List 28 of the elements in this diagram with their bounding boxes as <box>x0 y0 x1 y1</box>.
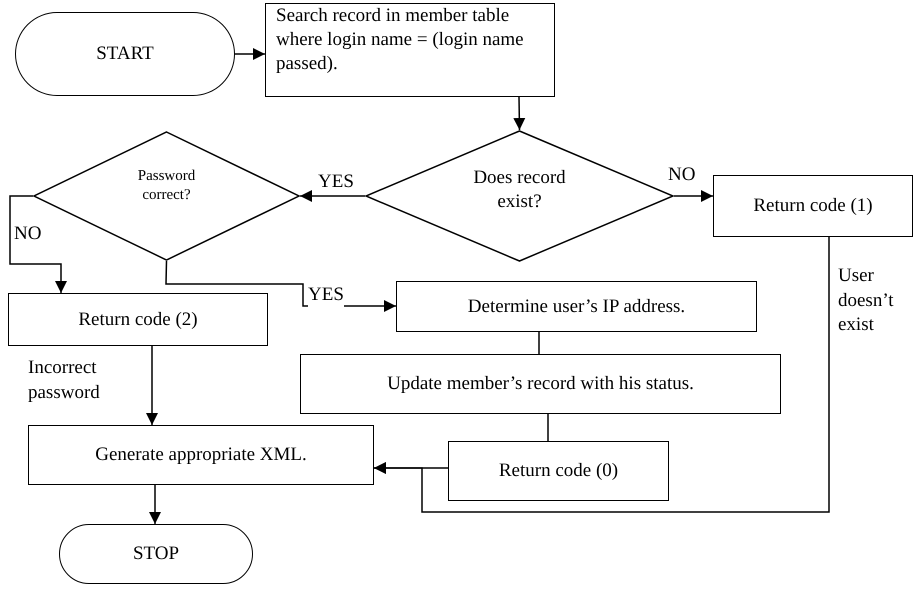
node-text: Return code (2) <box>77 308 199 332</box>
node-text: START <box>95 42 155 66</box>
node-text: Password correct? <box>136 167 196 205</box>
process-box <box>8 293 268 346</box>
node-text: Generate appropriate XML. <box>94 443 308 467</box>
arrow <box>9 195 67 293</box>
node-text: Search record in member table where login name = (login name passed). <box>276 4 525 76</box>
arrow <box>513 96 526 130</box>
node-text: STOP <box>132 542 180 566</box>
arrow <box>146 346 158 425</box>
arrow <box>235 48 265 60</box>
node-text: Update member’s record with his status. <box>386 372 695 396</box>
arrow <box>374 237 830 513</box>
process-box <box>448 441 669 501</box>
node-text: Return code (1) <box>752 194 874 218</box>
arrow <box>149 485 161 524</box>
process-box <box>713 175 913 237</box>
connector-line <box>547 414 549 441</box>
process-box <box>28 425 374 485</box>
process-box <box>265 3 555 97</box>
arrow <box>300 190 365 202</box>
arrow <box>674 190 713 202</box>
node-text: Does record exist? <box>472 166 567 214</box>
connector-line <box>538 332 540 354</box>
process-box <box>396 281 757 332</box>
node-text: Return code (0) <box>498 459 620 483</box>
node-text: Determine user’s IP address. <box>466 294 686 318</box>
process-box <box>300 354 781 414</box>
